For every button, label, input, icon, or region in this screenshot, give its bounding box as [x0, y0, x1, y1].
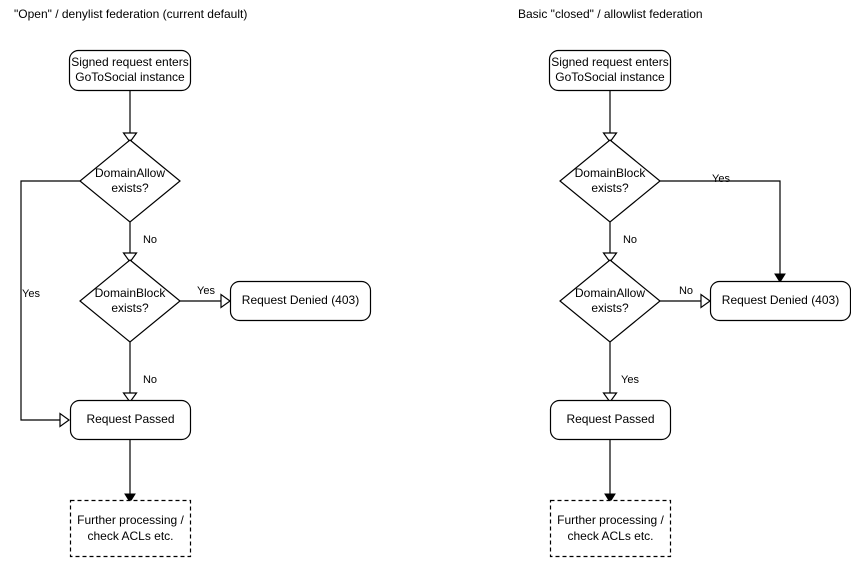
arrowhead-filled-icon [604, 493, 616, 503]
further-processing-box-shape [549, 499, 672, 558]
decision1-label-line1: DomainBlock [575, 166, 647, 180]
panel-title-allowlist: Basic "closed" / allowlist federation [518, 7, 703, 21]
edge-decision2-yes-right: Yes [602, 342, 639, 404]
edge-entry-to-decision1-left [122, 90, 138, 144]
further-processing-label-line1: Further processing / [557, 513, 664, 527]
node-decision-domainblock-left: DomainBlock exists? [79, 259, 181, 343]
further-processing-box-shape [69, 499, 192, 558]
entry-box-label-line2: GoToSocial instance [555, 70, 665, 84]
entry-box-label-line1: Signed request enters [71, 55, 188, 69]
panel-title-denylist: "Open" / denylist federation (current de… [14, 7, 247, 21]
edge-label-decision2-no: No [143, 374, 157, 386]
edge-label-decision1-no: No [623, 234, 637, 246]
panel-denylist-federation: "Open" / denylist federation (current de… [14, 7, 372, 558]
edge-passed-to-further-left [124, 439, 136, 503]
decision2-label-line2: exists? [591, 301, 629, 315]
request-denied-box-shape [229, 280, 372, 322]
request-denied-label: Request Denied (403) [722, 293, 839, 307]
node-request-denied-left: Request Denied (403) [229, 280, 372, 322]
arrowhead-open-icon [602, 252, 618, 264]
panel-allowlist-federation: Basic "closed" / allowlist federation Si… [518, 7, 851, 558]
arrowhead-filled-icon [124, 493, 136, 503]
edge-decision1-yes-right: Yes [660, 173, 786, 283]
edge-label-decision1-yes: Yes [712, 173, 730, 185]
decision2-label-line1: DomainBlock [95, 286, 167, 300]
further-processing-label-line2: check ACLs etc. [567, 529, 653, 543]
node-entry-left: Signed request enters GoToSocial instanc… [68, 49, 192, 92]
decision2-label-line2: exists? [111, 301, 149, 315]
node-further-processing-left: Further processing / check ACLs etc. [69, 499, 192, 558]
arrowhead-open-icon [700, 293, 712, 309]
edge-entry-to-decision1-right [602, 90, 618, 144]
decision1-label-line2: exists? [111, 181, 149, 195]
request-passed-label: Request Passed [86, 412, 174, 426]
entry-box-label-line2: GoToSocial instance [75, 70, 185, 84]
arrowhead-open-icon [122, 252, 138, 264]
further-processing-label-line2: check ACLs etc. [87, 529, 173, 543]
edge-decision2-no-left: No [122, 342, 157, 404]
node-request-denied-right: Request Denied (403) [709, 280, 851, 322]
arrowhead-open-icon [602, 392, 618, 404]
arrowhead-open-icon [122, 132, 138, 144]
edge-label-decision2-no: No [679, 285, 693, 297]
decision1-label-line1: DomainAllow [95, 166, 165, 180]
entry-box-label-line1: Signed request enters [551, 55, 668, 69]
arrowhead-open-icon [602, 132, 618, 144]
request-passed-label: Request Passed [566, 412, 654, 426]
node-request-passed-right: Request Passed [549, 399, 672, 441]
edge-decision2-yes-left: Yes [180, 285, 232, 309]
node-decision-domainallow-left: DomainAllow exists? [79, 139, 181, 223]
node-entry-right: Signed request enters GoToSocial instanc… [548, 49, 672, 92]
arrowhead-open-icon [59, 412, 71, 428]
decision1-label-line2: exists? [591, 181, 629, 195]
decision2-label-line1: DomainAllow [575, 286, 645, 300]
node-further-processing-right: Further processing / check ACLs etc. [549, 499, 672, 558]
edge-label-decision2-yes: Yes [621, 374, 639, 386]
arrowhead-filled-icon [774, 273, 786, 283]
edge-label-decision2-yes: Yes [197, 285, 215, 297]
edge-label-decision1-yes: Yes [22, 288, 40, 300]
further-processing-label-line1: Further processing / [77, 513, 184, 527]
edge-passed-to-further-right [604, 439, 616, 503]
edge-label-decision1-no: No [143, 234, 157, 246]
edge-decision1-no-left: No [122, 222, 157, 264]
node-request-passed-left: Request Passed [69, 399, 192, 441]
edge-decision2-no-right: No [660, 285, 712, 309]
request-denied-label: Request Denied (403) [242, 293, 359, 307]
node-decision-domainblock-right: DomainBlock exists? [559, 139, 661, 223]
edge-decision1-yes-left: Yes [20, 180, 80, 428]
node-decision-domainallow-right: DomainAllow exists? [559, 259, 661, 343]
arrowhead-open-icon [122, 392, 138, 404]
arrowhead-open-icon [220, 293, 232, 309]
edge-decision1-no-right: No [602, 222, 637, 264]
